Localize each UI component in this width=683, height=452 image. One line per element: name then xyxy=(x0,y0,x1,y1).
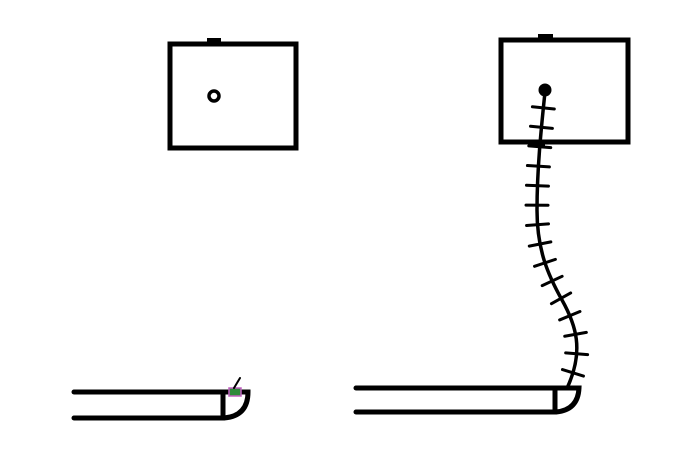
left-box xyxy=(167,41,299,151)
stitch-tick xyxy=(560,368,585,378)
right-panel xyxy=(353,34,631,415)
pen-marker-icon xyxy=(228,377,242,397)
stitch-tick xyxy=(525,222,550,227)
right-box xyxy=(498,37,631,145)
left-pipe xyxy=(71,389,251,421)
stitch-tick xyxy=(533,257,557,268)
left-box-tab xyxy=(207,38,221,44)
stitch-tick xyxy=(564,351,590,357)
stitch-tick xyxy=(527,144,553,150)
left-pin-dot xyxy=(207,89,221,103)
right-pipe xyxy=(353,385,582,415)
stitched-wire xyxy=(535,90,579,388)
stitch-tick xyxy=(525,164,551,169)
stitch-tick xyxy=(563,330,588,338)
stitch-tick xyxy=(530,105,556,111)
right-box-tab xyxy=(538,34,553,40)
stitch-tick xyxy=(524,183,550,188)
left-panel xyxy=(71,38,299,421)
stitch-tick xyxy=(540,274,564,288)
stitch-tick xyxy=(549,291,573,306)
wire-stitches xyxy=(524,105,590,378)
stitch-tick xyxy=(528,124,554,130)
stitch-tick xyxy=(527,240,553,248)
stitch-tick xyxy=(558,309,582,322)
